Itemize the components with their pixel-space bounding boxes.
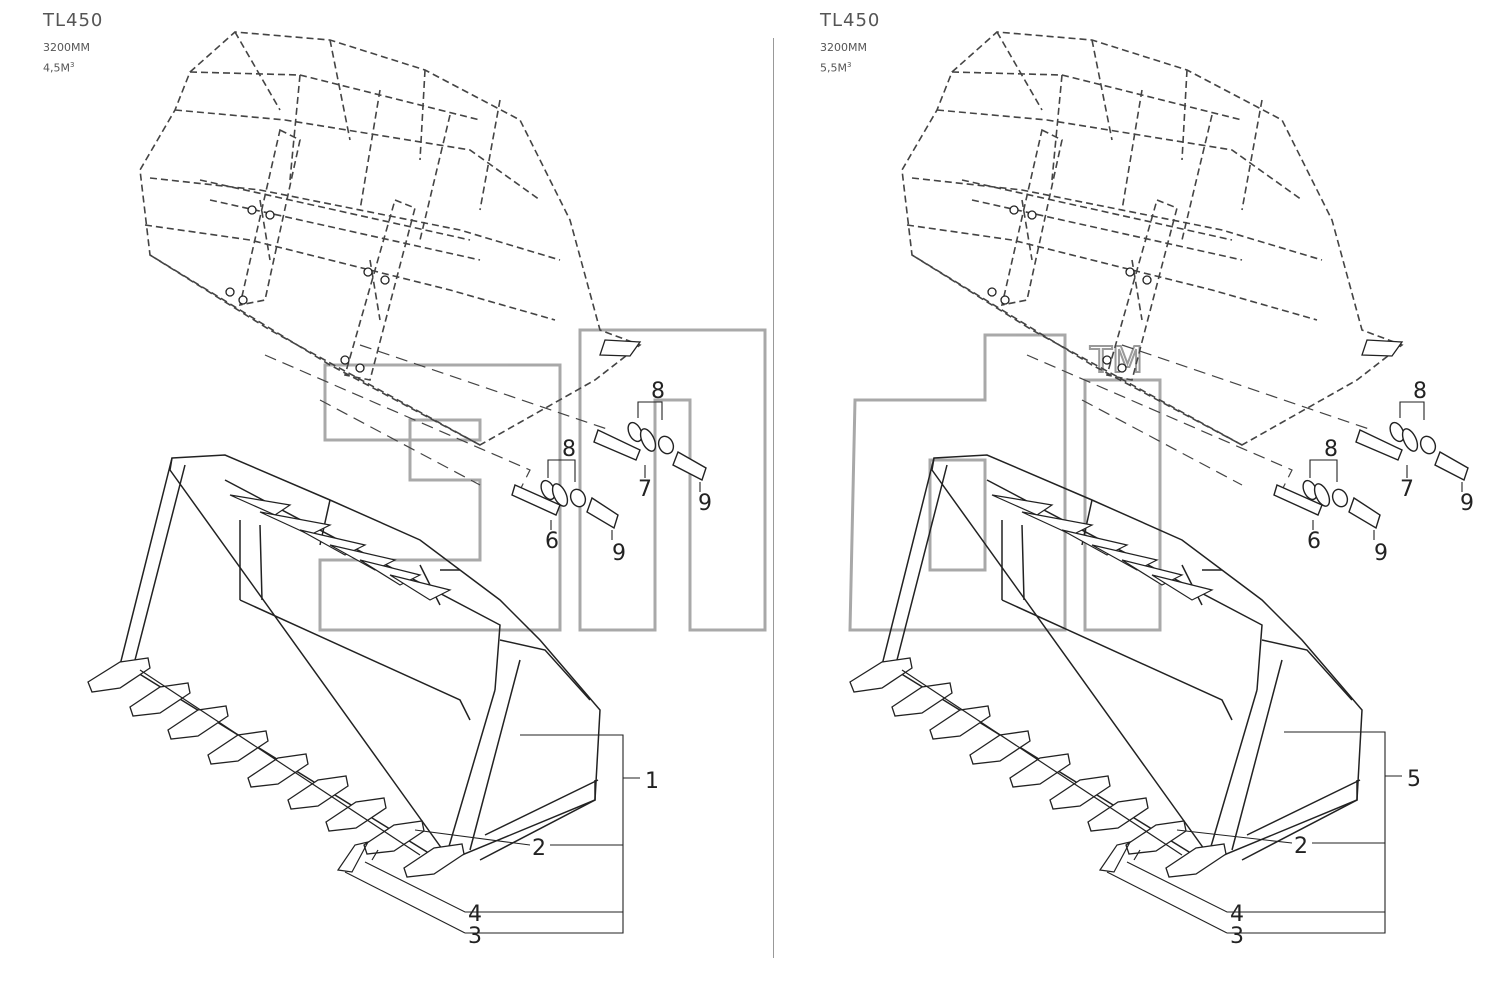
model-title: TL450 bbox=[43, 10, 104, 31]
panel-divider bbox=[773, 38, 774, 958]
callout-8: 8 bbox=[1324, 437, 1338, 462]
left-panel: 1 2 4 3 6 7 8 8 9 9 bbox=[87, 31, 712, 949]
lower-bucket-left bbox=[87, 454, 601, 878]
callout-7: 7 bbox=[638, 477, 652, 502]
header-left: TL450 3200MM 4,5M3 bbox=[43, 10, 103, 75]
bucket-volume: 5,5M3 bbox=[820, 61, 852, 75]
callout-3: 3 bbox=[1230, 924, 1244, 949]
bucket-width: 3200MM bbox=[820, 41, 867, 54]
header-right: TL450 3200MM 5,5M3 bbox=[820, 10, 880, 75]
callout-9: 9 bbox=[1374, 541, 1388, 566]
bucket-volume: 4,5M3 bbox=[43, 61, 75, 75]
callout-7: 7 bbox=[1400, 477, 1414, 502]
upper-bucket-left bbox=[139, 31, 707, 541]
leaders-left bbox=[344, 734, 640, 934]
callout-8: 8 bbox=[1413, 379, 1427, 404]
callout-6: 6 bbox=[545, 529, 559, 554]
callout-9: 9 bbox=[698, 491, 712, 516]
model-title: TL450 bbox=[820, 10, 881, 31]
right-panel: 5 2 4 3 6 7 8 8 9 9 bbox=[849, 31, 1474, 949]
callout-2: 2 bbox=[1294, 834, 1308, 859]
upper-bucket-right bbox=[901, 31, 1469, 541]
watermark bbox=[318, 328, 1162, 632]
callout-4: 4 bbox=[468, 902, 482, 927]
callout-8: 8 bbox=[651, 379, 665, 404]
callout-1: 1 bbox=[645, 769, 659, 794]
callout-3: 3 bbox=[468, 924, 482, 949]
lower-bucket-right bbox=[849, 454, 1363, 878]
callout-5: 5 bbox=[1407, 767, 1421, 792]
callout-8: 8 bbox=[562, 437, 576, 462]
callout-6: 6 bbox=[1307, 529, 1321, 554]
callout-9: 9 bbox=[612, 541, 626, 566]
callout-4: 4 bbox=[1230, 902, 1244, 927]
callout-9: 9 bbox=[1460, 491, 1474, 516]
callout-2: 2 bbox=[532, 836, 546, 861]
leaders-right bbox=[1106, 731, 1402, 934]
bucket-width: 3200MM bbox=[43, 41, 90, 54]
